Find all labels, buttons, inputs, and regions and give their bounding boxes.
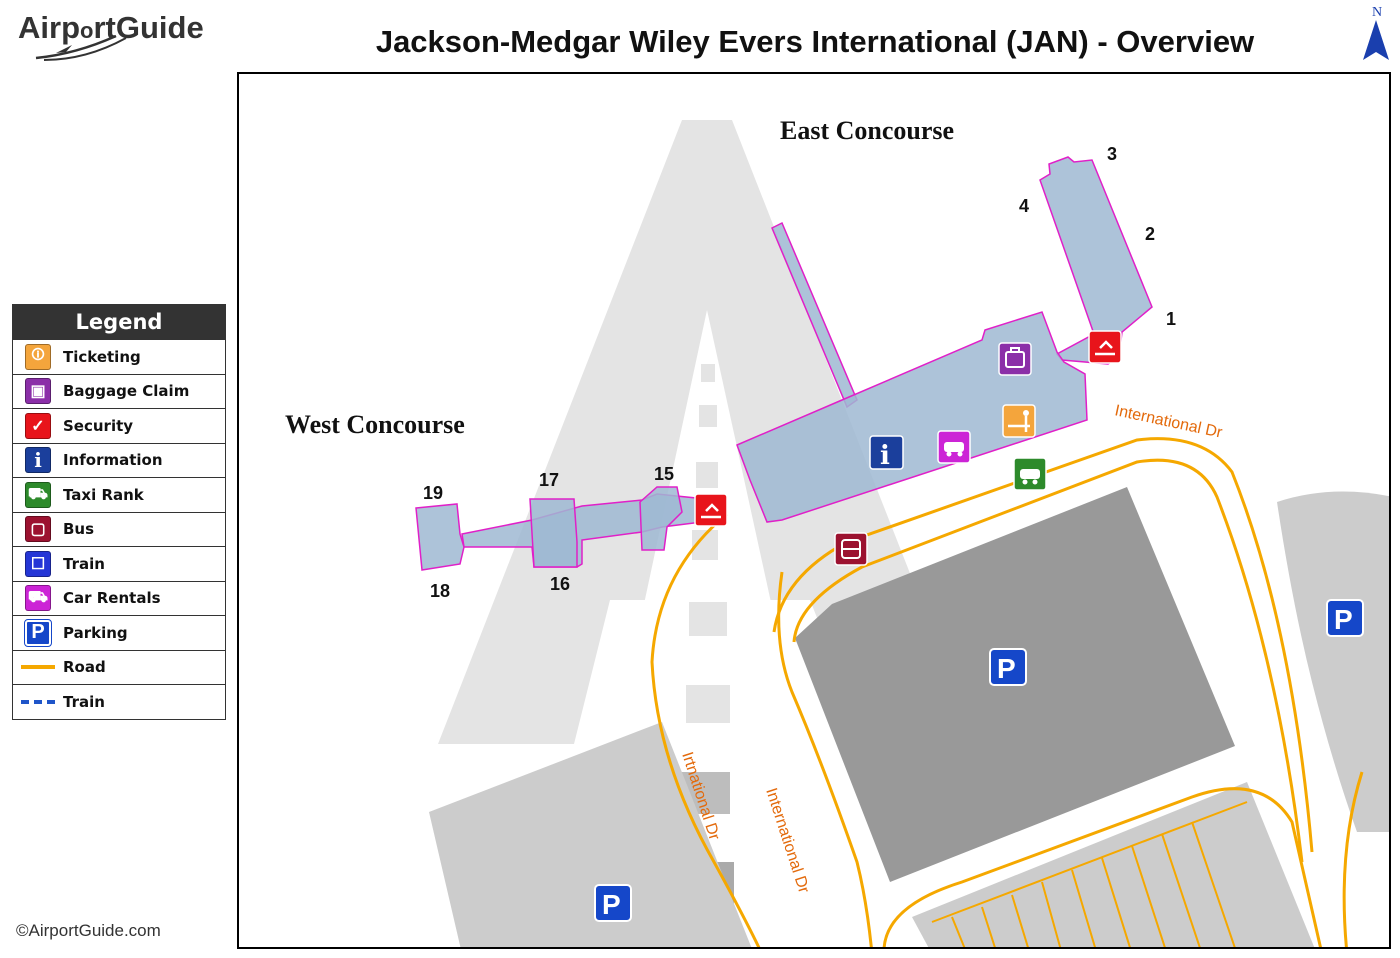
train-line-swatch <box>21 699 55 704</box>
parking-icon-garage-glyph: P <box>997 653 1016 684</box>
legend-item-ticketing: 🛈 Ticketing <box>13 339 225 374</box>
information-icon-glyph: i <box>880 441 890 471</box>
bus-icon: ▢ <box>25 516 51 543</box>
legend-item-information: i Information <box>13 442 225 478</box>
car-rental-icon-map[interactable] <box>937 430 971 464</box>
legend-item-security: ✓ Security <box>13 408 225 443</box>
legend-item-bus: ▢ Bus <box>13 511 225 547</box>
airport-map[interactable]: International Dr Irtnational Dr Internat… <box>237 72 1391 949</box>
east-concourse-label: East Concourse <box>780 116 954 145</box>
parking-lot-east <box>1277 491 1389 832</box>
legend-item-train-line: Train <box>13 684 225 719</box>
legend-item-taxi: ⛟ Taxi Rank <box>13 477 225 512</box>
gate-19-hold <box>415 503 465 571</box>
gate-17-hold <box>529 498 578 568</box>
security-icon: ✓ <box>25 412 51 439</box>
road-line-swatch <box>21 665 55 670</box>
information-icon: i <box>25 447 51 474</box>
gate-19-label: 19 <box>423 483 443 503</box>
copyright-text: ©AirportGuide.com <box>16 921 161 940</box>
train-icon: ☐ <box>25 550 51 577</box>
gate-2-label: 2 <box>1145 224 1155 244</box>
legend-item-car-rentals: ⛟ Car Rentals <box>13 580 225 616</box>
parking-icon-east[interactable]: P <box>1326 599 1364 637</box>
north-arrow: N <box>1358 2 1394 64</box>
gate-18-label: 18 <box>430 581 450 601</box>
airportguide-logo[interactable]: AirportGuide <box>16 8 216 68</box>
parking-icon: P <box>24 618 52 647</box>
information-icon-map[interactable]: i <box>869 435 904 471</box>
taxi-icon-map[interactable] <box>1013 457 1047 491</box>
road-label-international-dr-south: International Dr <box>762 786 812 896</box>
gate-4-label: 4 <box>1019 196 1029 216</box>
legend-item-parking: P Parking <box>13 615 225 650</box>
legend-heading: Legend <box>13 305 225 339</box>
bus-icon-map[interactable] <box>834 532 868 566</box>
legend-panel: Legend 🛈 Ticketing ▣ Baggage Claim ✓ Sec… <box>12 304 226 720</box>
taxi-icon: ⛟ <box>25 481 51 508</box>
roads <box>650 437 1364 947</box>
car-rental-icon: ⛟ <box>25 585 51 612</box>
gate-17-label: 17 <box>539 470 559 490</box>
north-arrow-icon <box>1363 20 1389 60</box>
parking-icon-garage[interactable]: P <box>989 648 1027 686</box>
baggage-claim-icon: ▣ <box>25 378 51 405</box>
baggage-claim-icon-map[interactable] <box>998 342 1032 376</box>
parking-icon-southwest[interactable]: P <box>594 884 632 922</box>
gate-15-hold <box>639 486 683 551</box>
parking-icon-southwest-glyph: P <box>602 889 621 920</box>
road-label-international-dr-north: International Dr <box>1113 402 1224 442</box>
legend-item-train: ☐ Train <box>13 546 225 581</box>
parking-stall-lines <box>931 801 1248 947</box>
gate-16-label: 16 <box>550 574 570 594</box>
watermark-runway-inner <box>614 310 802 744</box>
parking-lot-south <box>912 782 1315 947</box>
legend-item-road: Road <box>13 649 225 685</box>
svg-text:AirportGuide: AirportGuide <box>18 10 204 45</box>
ticketing-icon: 🛈 <box>25 343 51 370</box>
gate-3-label: 3 <box>1107 144 1117 164</box>
parking-lot-southwest <box>429 722 752 947</box>
page-title: Jackson-Medgar Wiley Evers International… <box>375 24 1255 59</box>
parking-icon-east-glyph: P <box>1334 604 1353 635</box>
gate-15-label: 15 <box>654 464 674 484</box>
legend-item-baggage-claim: ▣ Baggage Claim <box>13 373 225 409</box>
gate-1-label: 1 <box>1166 309 1176 329</box>
compass-label: N <box>1372 5 1382 20</box>
security-icon-west[interactable] <box>694 493 728 527</box>
security-icon-east[interactable] <box>1088 330 1122 364</box>
west-concourse-label: West Concourse <box>285 410 465 439</box>
ticketing-icon-map[interactable] <box>1002 404 1036 438</box>
